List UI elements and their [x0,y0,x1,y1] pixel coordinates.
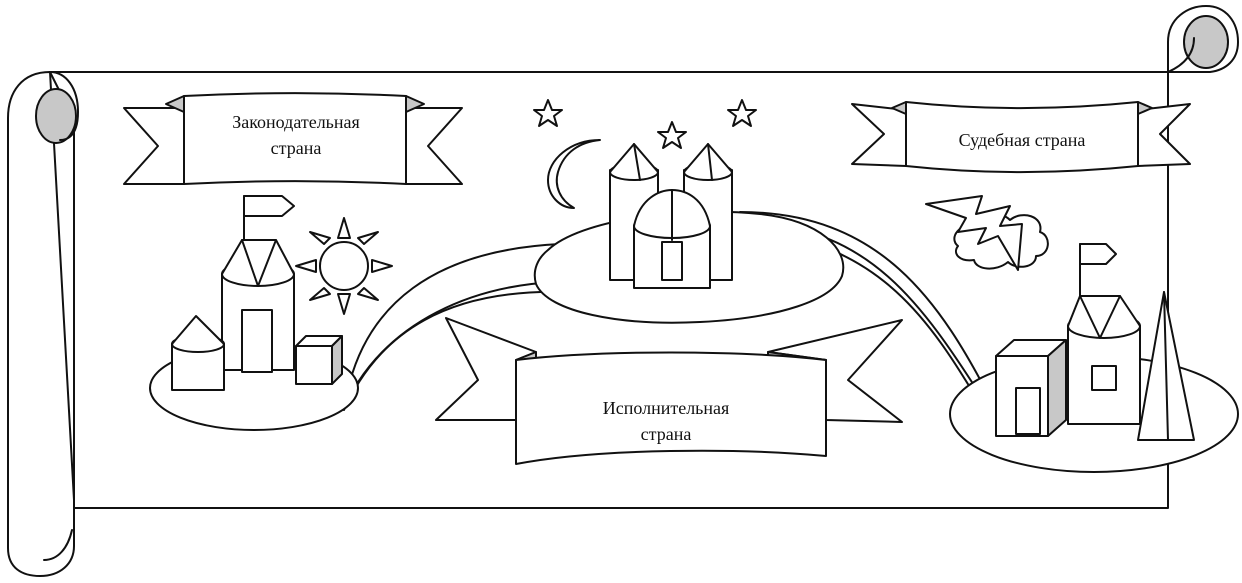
scroll-left-roll-curl [49,71,79,141]
banner-judicial-label-line1: Судебная страна [959,130,1086,150]
castle-judicial-window [1091,365,1117,391]
scroll-right-roll-end [1183,15,1229,69]
castle-legislative-door [241,309,273,373]
castle-legislative [171,195,343,391]
banner-legislative-label-line2: страна [271,138,322,158]
banner-legislative: Законодательная страна [123,92,463,185]
castle-legislative-tower-roof [221,239,295,275]
sun-ray [357,287,379,301]
castle-central-door [661,241,683,281]
sun-ray [371,259,393,273]
flag-icon [1079,243,1117,265]
castle-judicial-door [1015,387,1041,435]
castle-judicial-pyramid-edge [1163,291,1169,441]
sun-ray [337,293,351,315]
sun-disc [319,241,369,291]
sun-ray [309,231,331,245]
moon-icon [547,139,601,209]
sun-ray [295,259,317,273]
banner-executive-label-line2: страна [641,424,692,444]
castle-judicial [995,243,1195,441]
star-icon [657,121,687,149]
sun-ray [309,287,331,301]
scroll-left-roll-end [35,88,77,144]
scroll-left-roll [7,71,75,577]
banner-legislative-label-line1: Законодательная [232,112,360,132]
lightning-icon [925,195,1023,271]
castle-judicial-cube-side [1047,339,1067,437]
star-icon [727,99,757,127]
castle-legislative-cylinder-roof [171,315,225,345]
castle-central-tower-right-roof-line [707,143,713,181]
sun-ray [357,231,379,245]
castle-judicial-tower-roof [1067,295,1141,327]
banner-executive-body [515,351,827,465]
banner-executive-label-line1: Исполнительная [603,398,730,418]
banner-judicial: Судебная страна [851,101,1191,173]
banner-legislative-body [183,92,407,185]
banner-executive: Исполнительная страна [435,317,903,465]
scroll-right-roll-curl [1167,37,1195,73]
bridge-left-inner [351,281,557,393]
star-icon [533,99,563,127]
castle-legislative-cube [295,345,333,385]
castle-central [609,143,733,289]
castle-legislative-cube-side [331,335,343,385]
sun-icon [295,217,393,315]
banner-judicial-body [905,101,1139,173]
castle-judicial-roof-lines [1079,295,1121,339]
scroll-left-roll-bottom [43,529,73,561]
castle-legislative-roof-lines [241,239,277,287]
castle-central-tower-left-roof-line [633,143,641,181]
flag-icon [243,195,295,217]
sun-ray [337,217,351,239]
